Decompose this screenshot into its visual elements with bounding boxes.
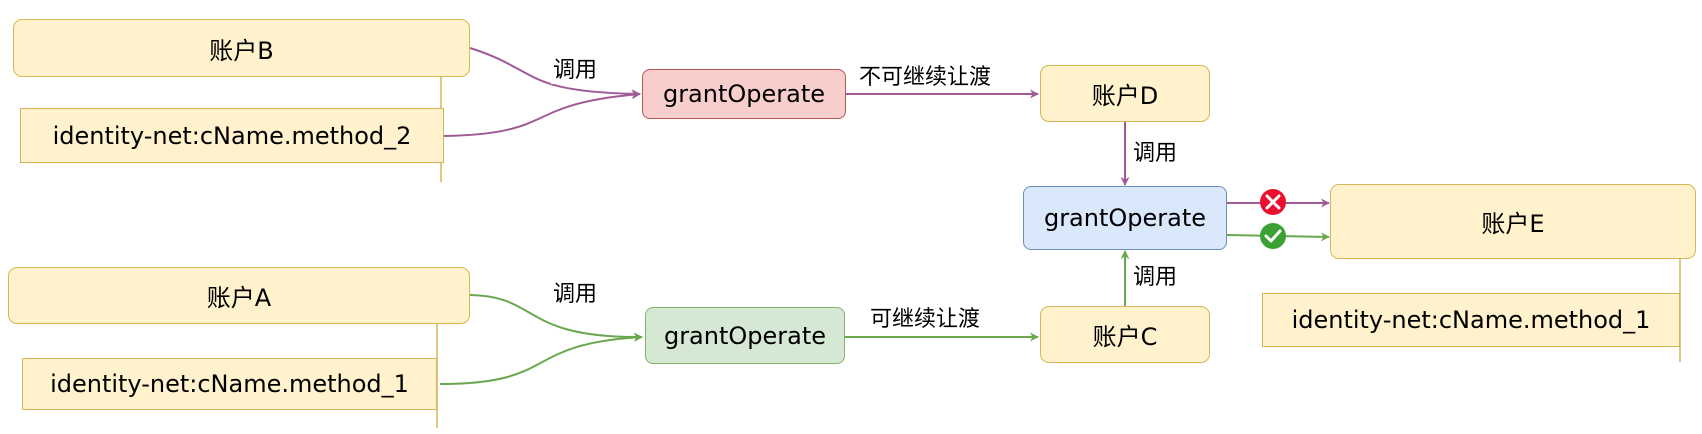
edge-label-call-bottom: 调用 [551, 282, 600, 308]
edge-label-call-top: 调用 [551, 58, 600, 84]
edge-label-can-transfer: 可继续让渡 [868, 307, 983, 333]
identity-method-2-label: identity-net:cName.method_2 [52, 121, 412, 150]
edge-label-call-d: 调用 [1131, 141, 1180, 167]
identity-method-1-a-label: identity-net:cName.method_1 [50, 370, 409, 398]
account-a-label: 账户A [206, 284, 272, 312]
identity-method-1-e-label: identity-net:cName.method_1 [1291, 306, 1651, 334]
edge-account-a-to-grant-green [469, 294, 643, 342]
edge-ident2-to-grant-red [443, 90, 641, 137]
identity-method-1-e-node[interactable]: identity-net:cName.method_1 [1262, 293, 1680, 347]
edge-label-call-c: 调用 [1131, 265, 1180, 291]
grant-operate-green-label: grantOperate [663, 321, 827, 350]
identity-method-1-a-node[interactable]: identity-net:cName.method_1 [22, 358, 437, 410]
grant-operate-green-node[interactable]: grantOperate [645, 307, 845, 364]
grant-operate-red-node[interactable]: grantOperate [642, 69, 846, 119]
account-b-label: 账户B [209, 36, 274, 65]
account-a-node[interactable]: 账户A [8, 267, 470, 324]
account-c-node[interactable]: 账户C [1040, 306, 1210, 363]
account-e-label: 账户E [1481, 210, 1545, 238]
grant-operate-blue-label: grantOperate [1043, 204, 1207, 232]
grant-operate-blue-node[interactable]: grantOperate [1023, 186, 1227, 250]
identity-method-2-node[interactable]: identity-net:cName.method_2 [20, 108, 444, 163]
grant-operate-red-label: grantOperate [662, 80, 826, 108]
edge-label-no-transfer: 不可继续让渡 [857, 65, 994, 91]
x-circle-icon [1260, 189, 1286, 215]
edge-ident1-to-grant-green [439, 332, 643, 385]
account-e-node[interactable]: 账户E [1330, 184, 1696, 259]
account-d-label: 账户D [1091, 82, 1159, 110]
account-d-node[interactable]: 账户D [1040, 65, 1210, 122]
account-c-label: 账户C [1092, 323, 1158, 351]
check-circle-icon [1260, 223, 1286, 249]
edge-account-b-to-grant-red [469, 47, 641, 99]
account-b-node[interactable]: 账户B [13, 19, 470, 77]
